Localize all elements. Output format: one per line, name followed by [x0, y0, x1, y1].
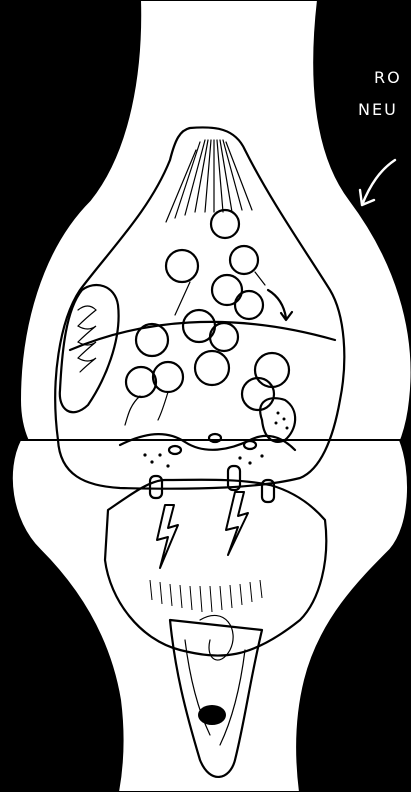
annotation-label-line1: RO: [374, 68, 402, 87]
dark-vesicle: [198, 705, 226, 725]
annotation-label-line2: NEU: [358, 100, 398, 119]
